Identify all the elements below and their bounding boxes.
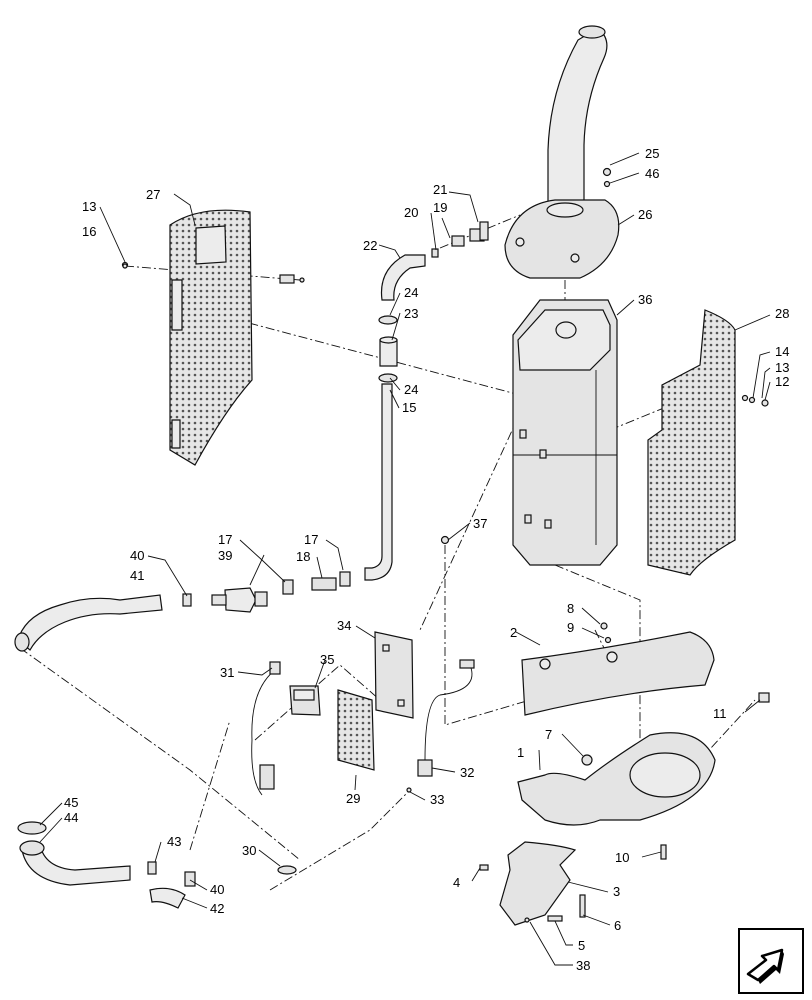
- callout-30: 30: [242, 843, 256, 858]
- callout-5: 5: [578, 938, 585, 953]
- sensor-harness-32[interactable]: [417, 659, 475, 777]
- callout-40-upper: 40: [130, 548, 144, 563]
- sensor-harness-31[interactable]: [251, 661, 281, 796]
- callout-39: 39: [218, 548, 232, 563]
- callout-23: 23: [404, 306, 418, 321]
- clip-40-upper[interactable]: [182, 593, 192, 607]
- control-module-35[interactable]: [289, 685, 321, 716]
- callout-14: 14: [775, 344, 789, 359]
- callout-36: 36: [638, 292, 652, 307]
- callout-13-right: 13: [775, 360, 789, 375]
- callout-32: 32: [460, 765, 474, 780]
- callout-46: 46: [645, 166, 659, 181]
- callout-41: 41: [130, 568, 144, 583]
- tailpipe-44[interactable]: [19, 840, 131, 886]
- callout-24-upper: 24: [404, 285, 418, 300]
- callout-3: 3: [613, 884, 620, 899]
- hose-fittings-17-18-39[interactable]: [211, 571, 351, 613]
- heat-shield-plate-2[interactable]: [521, 631, 715, 716]
- callout-37: 37: [473, 516, 487, 531]
- callout-labels: 1 2 3 4 5 6 7 8 9 10 11 12 13 13 14 15 1…: [64, 146, 789, 973]
- exhaust-stack-pipe[interactable]: [547, 25, 608, 206]
- callout-43: 43: [167, 834, 181, 849]
- exhaust-hose-41[interactable]: [14, 594, 163, 652]
- fittings-19-20-21[interactable]: [431, 221, 489, 258]
- hardware-12-13-14: [741, 394, 769, 407]
- callout-28: 28: [775, 306, 789, 321]
- mounting-bracket-1[interactable]: [517, 732, 716, 826]
- callout-27: 27: [146, 187, 160, 202]
- callout-21: 21: [433, 182, 447, 197]
- callout-40-lower: 40: [210, 882, 224, 897]
- cap-screw-25-46: [602, 167, 612, 188]
- coupler-23[interactable]: [379, 336, 398, 367]
- callout-26: 26: [638, 207, 652, 222]
- callout-31: 31: [220, 665, 234, 680]
- screws-16-37-33: [122, 263, 450, 793]
- callout-15: 15: [402, 400, 416, 415]
- clamp-45[interactable]: [17, 821, 47, 835]
- grommet-30[interactable]: [277, 865, 297, 875]
- callout-45: 45: [64, 795, 78, 810]
- callout-25: 25: [645, 146, 659, 161]
- exhaust-elbow-22[interactable]: [380, 254, 426, 301]
- exhaust-aftertreatment-canister[interactable]: [512, 299, 618, 566]
- module-bracket-34[interactable]: [374, 631, 414, 719]
- callout-7: 7: [545, 727, 552, 742]
- callout-12: 12: [775, 374, 789, 389]
- heat-shield-left[interactable]: [169, 209, 253, 466]
- callout-13-left: 13: [82, 199, 96, 214]
- next-page-button[interactable]: [738, 928, 804, 994]
- next-page-arrow-icon: [746, 948, 784, 984]
- support-bracket-3[interactable]: [499, 841, 577, 926]
- callout-8: 8: [567, 601, 574, 616]
- callout-1: 1: [517, 745, 524, 760]
- callout-10: 10: [615, 850, 629, 865]
- callout-42: 42: [210, 901, 224, 916]
- bracket-42-43[interactable]: [147, 861, 196, 909]
- callout-17-left: 17: [218, 532, 232, 547]
- callout-4: 4: [453, 875, 460, 890]
- hardware-7-8-9-10-11: [581, 622, 770, 860]
- callout-38: 38: [576, 958, 590, 973]
- clamp-24-upper[interactable]: [378, 315, 398, 325]
- callout-11: 11: [713, 706, 727, 721]
- tube-15[interactable]: [364, 383, 393, 581]
- callout-20: 20: [404, 205, 418, 220]
- callout-44: 44: [64, 810, 78, 825]
- callout-34: 34: [337, 618, 351, 633]
- callout-leaders: [39, 152, 771, 966]
- clamp-24-lower[interactable]: [378, 373, 398, 383]
- aftertreatment-top-cover[interactable]: [504, 199, 620, 279]
- callout-22: 22: [363, 238, 377, 253]
- callout-24-lower: 24: [404, 382, 418, 397]
- callout-18: 18: [296, 549, 310, 564]
- callout-29: 29: [346, 791, 360, 806]
- heat-shield-right[interactable]: [647, 309, 736, 576]
- callout-19: 19: [433, 200, 447, 215]
- callout-33: 33: [430, 792, 444, 807]
- perforated-cover-29[interactable]: [337, 689, 375, 771]
- callout-17-right: 17: [304, 532, 318, 547]
- callout-2: 2: [510, 625, 517, 640]
- callout-9: 9: [567, 620, 574, 635]
- callout-16: 16: [82, 224, 96, 239]
- callout-6: 6: [614, 918, 621, 933]
- callout-35: 35: [320, 652, 334, 667]
